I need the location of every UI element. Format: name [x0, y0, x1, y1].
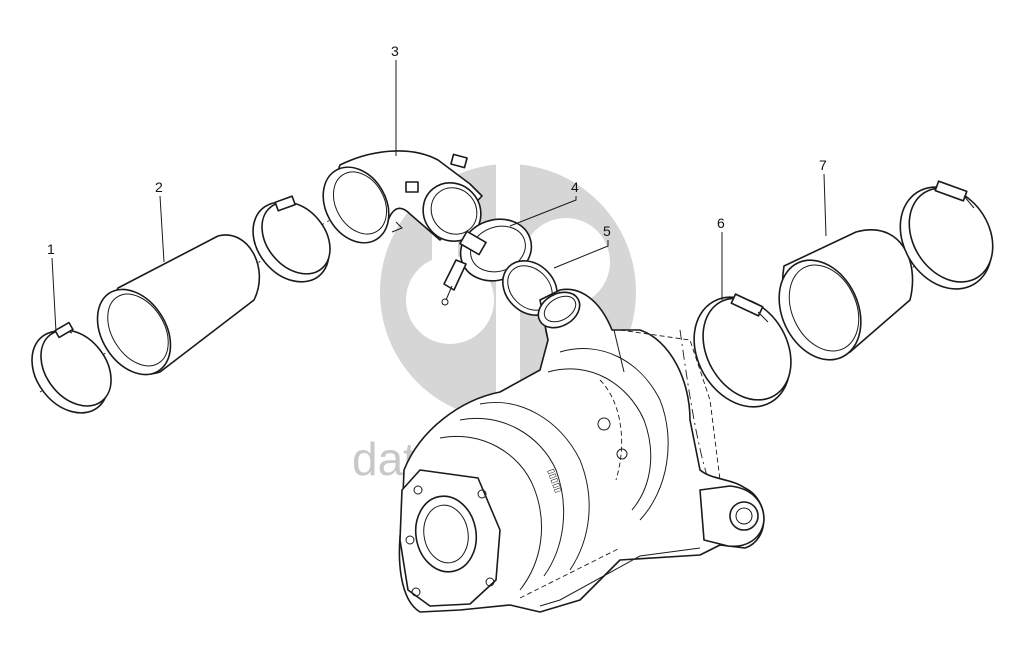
callout-7: 7 [819, 157, 827, 173]
callout-6: 6 [717, 215, 725, 231]
callout-labels: 1 2 3 4 5 6 7 [47, 43, 827, 257]
part-6-hose-clamp [693, 293, 792, 408]
part-1-hose-clamp [31, 321, 112, 414]
part-7-hose-sleeve [778, 229, 914, 361]
callout-4: 4 [571, 179, 579, 195]
callout-2: 2 [155, 179, 163, 195]
callout-5: 5 [603, 223, 611, 239]
leader-lines [51, 60, 827, 333]
hose-clamp-right [899, 180, 994, 290]
turbocharger-assembly: ▯▯▯▯▯ [398, 288, 765, 613]
callout-1: 1 [47, 241, 55, 257]
part-2-hose-sleeve [96, 234, 261, 376]
callout-3: 3 [391, 43, 399, 59]
part-3-elbow-pipe [322, 150, 483, 244]
hose-clamp-upper [252, 195, 331, 283]
